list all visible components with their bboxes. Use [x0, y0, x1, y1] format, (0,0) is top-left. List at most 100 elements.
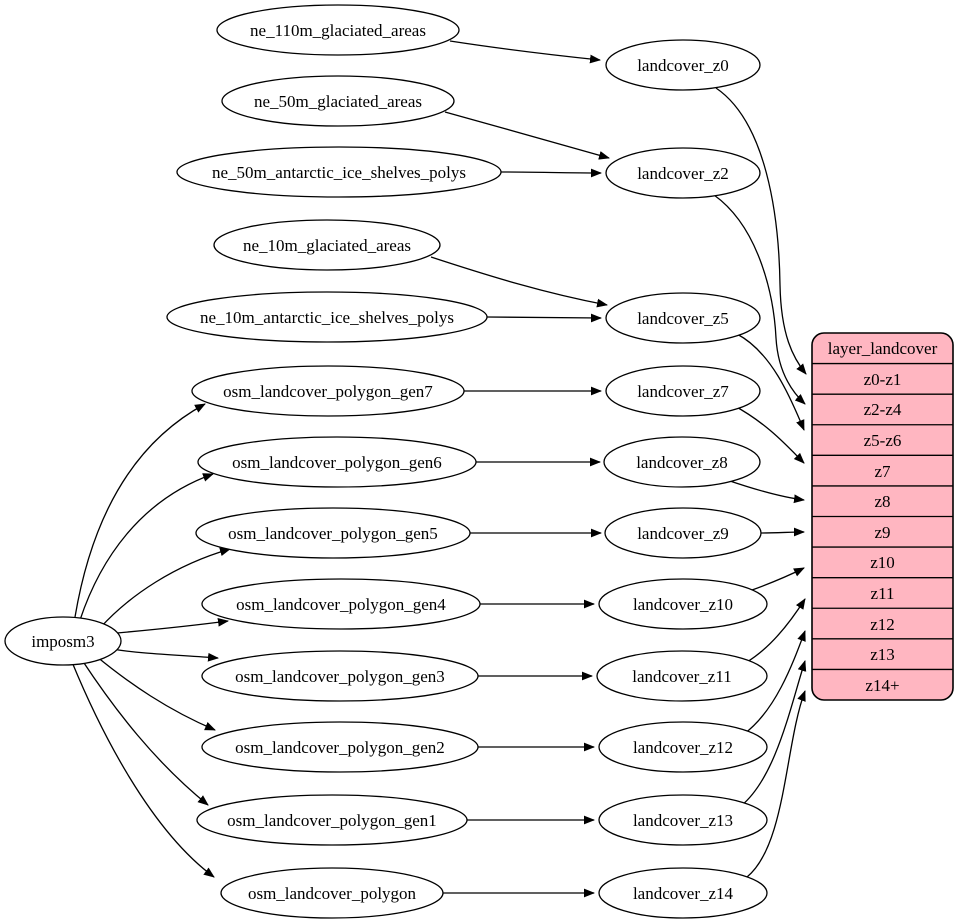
node-landcover_z8: landcover_z8	[603, 436, 761, 488]
node-label: osm_landcover_polygon_gen7	[223, 382, 433, 401]
node-label: osm_landcover_polygon_gen5	[228, 524, 438, 543]
node-ne_10m_antarctic_ice_shelves_polys: ne_10m_antarctic_ice_shelves_polys	[166, 291, 488, 343]
node-landcover_z5: landcover_z5	[605, 292, 761, 344]
edge-ne_10m_antarctic_ice_shelves_polys-to-landcover_z5	[486, 313, 602, 323]
node-ellipse	[221, 75, 455, 127]
node-label: osm_landcover_polygon_gen6	[232, 453, 442, 472]
node-label: landcover_z0	[637, 56, 729, 75]
node-label: landcover_z11	[632, 667, 731, 686]
table-row-z13: z13	[870, 645, 895, 664]
table-row-z9: z9	[874, 523, 890, 542]
node-ne_50m_antarctic_ice_shelves_polys: ne_50m_antarctic_ice_shelves_polys	[176, 146, 502, 198]
node-ellipse	[176, 146, 502, 198]
node-ellipse	[191, 365, 465, 417]
node-ellipse	[598, 867, 768, 919]
nodes-layer: imposm3 ne_110m_glaciated_areas ne_50m_gla…	[4, 4, 768, 919]
node-ellipse	[220, 867, 444, 919]
node-ellipse	[216, 4, 460, 56]
node-label: ne_10m_glaciated_areas	[243, 236, 411, 255]
edge-imposm3-to-osm_landcover_polygon_gen7	[74, 403, 206, 618]
node-label: landcover_z12	[633, 738, 733, 757]
table-row-z2-z4: z2-z4	[864, 400, 902, 419]
node-landcover_z12: landcover_z12	[598, 721, 768, 773]
node-ellipse	[603, 436, 761, 488]
node-label: osm_landcover_polygon_gen3	[235, 667, 445, 686]
node-osm_landcover_polygon_gen7: osm_landcover_polygon_gen7	[191, 365, 465, 417]
edge-ne_110m_glaciated_areas-to-landcover_z0	[449, 40, 601, 64]
node-ellipse	[598, 578, 768, 630]
table-header: layer_landcover	[828, 339, 938, 358]
node-landcover_z2: landcover_z2	[605, 147, 761, 199]
node-label: landcover_z2	[637, 164, 729, 183]
table-row-z14+: z14+	[865, 676, 899, 695]
edge-landcover_z7-to-layer_landcover-z7	[732, 404, 805, 464]
table-row-z8: z8	[874, 492, 890, 511]
table-row-z10: z10	[870, 553, 895, 572]
edge-landcover_z0-to-layer_landcover-z0-z1	[715, 87, 807, 375]
node-label: ne_50m_antarctic_ice_shelves_polys	[212, 163, 466, 182]
table-row-z7: z7	[874, 462, 891, 481]
edges-layer	[71, 40, 807, 898]
edge-imposm3-to-osm_landcover_polygon_gen5	[99, 547, 231, 629]
node-label: imposm3	[31, 632, 94, 651]
edge-landcover_z13-to-layer_landcover-z13	[740, 660, 807, 807]
node-osm_landcover_polygon_gen4: osm_landcover_polygon_gen4	[201, 578, 481, 630]
edge-landcover_z14-to-layer_landcover-z14+	[746, 690, 806, 878]
node-ellipse	[196, 794, 468, 846]
node-landcover_z10: landcover_z10	[598, 578, 768, 630]
node-osm_landcover_polygon_gen6: osm_landcover_polygon_gen6	[197, 436, 477, 488]
node-ellipse	[201, 650, 479, 702]
node-ellipse	[596, 650, 768, 702]
table-row-z11: z11	[871, 584, 895, 603]
edge-landcover_z8-to-layer_landcover-z8	[726, 479, 805, 504]
edge-landcover_z10-to-layer_landcover-z10	[751, 567, 805, 591]
edge-ne_50m_glaciated_areas-to-landcover_z2	[444, 111, 610, 160]
table-row-z0-z1: z0-z1	[864, 370, 902, 389]
node-label: ne_110m_glaciated_areas	[250, 21, 426, 40]
node-label: landcover_z5	[637, 309, 729, 328]
edge-imposm3-to-osm_landcover_polygon_gen3	[111, 648, 219, 662]
node-landcover_z11: landcover_z11	[596, 650, 768, 702]
edge-landcover_z9-to-layer_landcover-z9	[760, 527, 805, 537]
node-landcover_z7: landcover_z7	[605, 365, 761, 417]
node-ellipse	[605, 365, 761, 417]
node-osm_landcover_polygon: osm_landcover_polygon	[220, 867, 444, 919]
edge-ne_10m_glaciated_areas-to-landcover_z5	[430, 256, 608, 308]
node-ellipse	[605, 39, 761, 91]
node-ellipse	[598, 721, 768, 773]
edge-landcover_z12-to-layer_landcover-z12	[743, 630, 806, 735]
node-ellipse	[213, 219, 441, 271]
table-layer: layer_landcover z0-z1 z2-z4 z5-z6 z7 z8 z9 z10 z…	[811, 332, 954, 701]
edge-imposm3-to-osm_landcover_polygon_gen6	[79, 473, 214, 621]
node-label: osm_landcover_polygon	[248, 884, 417, 903]
node-label: osm_landcover_polygon_gen1	[227, 811, 437, 830]
node-ellipse	[605, 292, 761, 344]
node-osm_landcover_polygon_gen5: osm_landcover_polygon_gen5	[195, 507, 471, 559]
node-ellipse	[197, 436, 477, 488]
node-label: landcover_z7	[637, 382, 729, 401]
node-ellipse	[4, 616, 122, 666]
node-osm_landcover_polygon_gen3: osm_landcover_polygon_gen3	[201, 650, 479, 702]
node-ellipse	[201, 578, 481, 630]
node-label: ne_10m_antarctic_ice_shelves_polys	[200, 308, 454, 327]
node-ne_50m_glaciated_areas: ne_50m_glaciated_areas	[221, 75, 455, 127]
edge-imposm3-to-osm_landcover_polygon_gen1	[81, 659, 209, 806]
table-row-z12: z12	[870, 615, 895, 634]
edge-imposm3-to-osm_landcover_polygon	[71, 661, 215, 878]
node-label: landcover_z8	[636, 453, 728, 472]
node-ellipse	[195, 507, 471, 559]
node-label: landcover_z14	[633, 884, 734, 903]
edge-imposm3-to-osm_landcover_polygon_gen2	[95, 655, 216, 731]
node-osm_landcover_polygon_gen1: osm_landcover_polygon_gen1	[196, 794, 468, 846]
node-landcover_z13: landcover_z13	[598, 794, 768, 846]
node-imposm3: imposm3	[4, 616, 122, 666]
node-osm_landcover_polygon_gen2: osm_landcover_polygon_gen2	[201, 721, 479, 773]
node-ne_10m_glaciated_areas: ne_10m_glaciated_areas	[213, 219, 441, 271]
node-ellipse	[201, 721, 479, 773]
node-landcover_z9: landcover_z9	[604, 507, 762, 559]
table-row-z5-z6: z5-z6	[864, 431, 902, 450]
node-label: ne_50m_glaciated_areas	[254, 92, 422, 111]
node-ellipse	[166, 291, 488, 343]
